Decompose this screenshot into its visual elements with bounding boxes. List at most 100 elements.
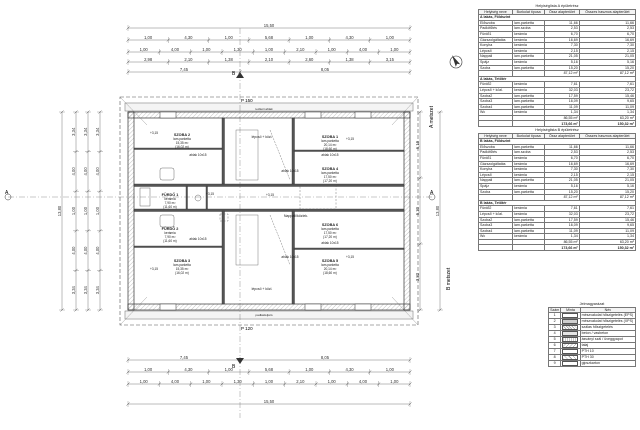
table-cell: 23,72 [578, 86, 637, 94]
staircases [235, 129, 291, 266]
dimension-label: 3,34 [95, 127, 100, 136]
ridge-label-bottom: P 120 [241, 326, 253, 331]
table-cell: kerámia [512, 109, 546, 116]
table-cell: 15,46 [578, 92, 637, 100]
legend-title: Jelmagyarázat [579, 302, 605, 307]
header-cell: Összes hasznos alapterület [578, 132, 637, 140]
ridge-label-top: P 150 [241, 98, 253, 103]
dimension-label: 1,00 [140, 47, 149, 52]
dimension-label: 7,45 [180, 67, 189, 72]
table-a-header: Helyiség neve Burkolat típusa Össz alapt… [477, 8, 637, 16]
dimension-label: 4,00 [95, 167, 100, 176]
dimension-label: 8,05 [321, 67, 330, 72]
plan-label: 20,14 m² [324, 143, 337, 147]
plan-label: +3,15 [346, 255, 354, 259]
dimension-label: 2,10 [296, 47, 305, 52]
plan-label: (17,20 m) [323, 179, 337, 183]
table-cell: kerámia [512, 86, 546, 94]
plan-label: SZOBA 5 [322, 259, 338, 263]
axis-label-left: A metszet [429, 105, 435, 128]
plan-label: ablak 10x15 [281, 255, 298, 259]
legend-name: mészvakolat hőszigetelés (EPS) [579, 312, 637, 320]
dimension-label: 3,34 [71, 127, 76, 136]
legend-swatch [560, 324, 581, 332]
dimension-label: 5,68 [265, 35, 274, 40]
dimension-label: 1,00 [95, 206, 100, 215]
dimension-label: 3,34 [83, 127, 88, 136]
dimension-label: 4,00 [171, 47, 180, 52]
plan-label: SZOBA 3 [174, 259, 190, 263]
table-a-title: Helyiséglista A épületrész [535, 4, 579, 9]
plan-label: tetőtéri ablak [255, 107, 273, 111]
dimension-label: 3,34 [95, 285, 100, 294]
legend-swatch [560, 336, 581, 344]
table-cell: lam.parketta [512, 98, 546, 105]
plan-label: +3,15 [150, 267, 158, 271]
table-a-section-1: A lakás, Földszint [478, 14, 636, 21]
plan-label: ablak 10x15 [281, 169, 298, 173]
legend-swatch [560, 330, 581, 338]
header-cell: Szám [547, 306, 562, 314]
dimension-label: 1,00 [71, 206, 76, 215]
plan-label: 17,50 m² [324, 231, 337, 235]
plan-label: (18,60 m) [323, 271, 337, 275]
legend-swatch [560, 354, 581, 362]
roof-windows [159, 111, 372, 311]
section-mark-right: A [430, 190, 434, 196]
legend-swatch [560, 360, 581, 368]
total-cell: 150,32 m² [578, 244, 637, 252]
bathroom-fixtures [139, 167, 202, 228]
header-cell: Burkolat típusa [512, 132, 546, 140]
table-cell: kerámia [512, 81, 546, 88]
plan-label: (17,20 m) [323, 235, 337, 239]
dimension-label: 1,38 [345, 57, 354, 62]
dimension-label: 15,50 [264, 399, 275, 404]
plan-label: lam.parketta [321, 139, 339, 143]
table-cell: kerámia [512, 58, 546, 66]
table-cell: lam.parketta [512, 19, 546, 27]
dimension-label: 1,00 [202, 379, 211, 384]
dimension-label: 3,15 [386, 57, 395, 62]
plan-label: SZOBA 4 [322, 167, 339, 171]
dimension-label: 4,00 [359, 47, 368, 52]
dimension-label: 1,00 [144, 35, 153, 40]
plan-label: 7,90 m² [165, 201, 176, 205]
legend-name: mészvakolat hőszigetelés (XPS) [579, 318, 637, 326]
dimension-label: 4,00 [171, 379, 180, 384]
plan-label: ablak 10x15 [189, 153, 206, 157]
plan-label: SZOBA 6 [322, 223, 338, 227]
plan-label: kerámia [164, 231, 176, 235]
legend-swatch-icon [562, 355, 579, 360]
dimension-label: 1,00 [386, 367, 395, 372]
eaves-top [124, 102, 414, 112]
sum-cell: 87,12 m² [578, 70, 637, 77]
plan-label: (16,02 m) [175, 271, 189, 275]
plan-label: 15,35 m² [176, 141, 189, 145]
header-cell: Össz alapterület [544, 8, 580, 16]
dimension-label: 4,00 [71, 167, 76, 176]
dimension-label: 1,38 [225, 57, 234, 62]
section-mark-top: B [232, 71, 236, 77]
table-cell: 11,09 [578, 103, 637, 111]
plan-label: 20,14 m² [324, 267, 337, 271]
dimension-label: 1,00 [305, 367, 314, 372]
table-b-title: Helyiséglista B épületrész [535, 128, 579, 133]
plan-label: +3,15 [346, 137, 354, 141]
legend-swatch [560, 348, 581, 356]
plan-label: lam.parketta [173, 263, 191, 267]
section-mark-bottom: B [232, 364, 236, 370]
